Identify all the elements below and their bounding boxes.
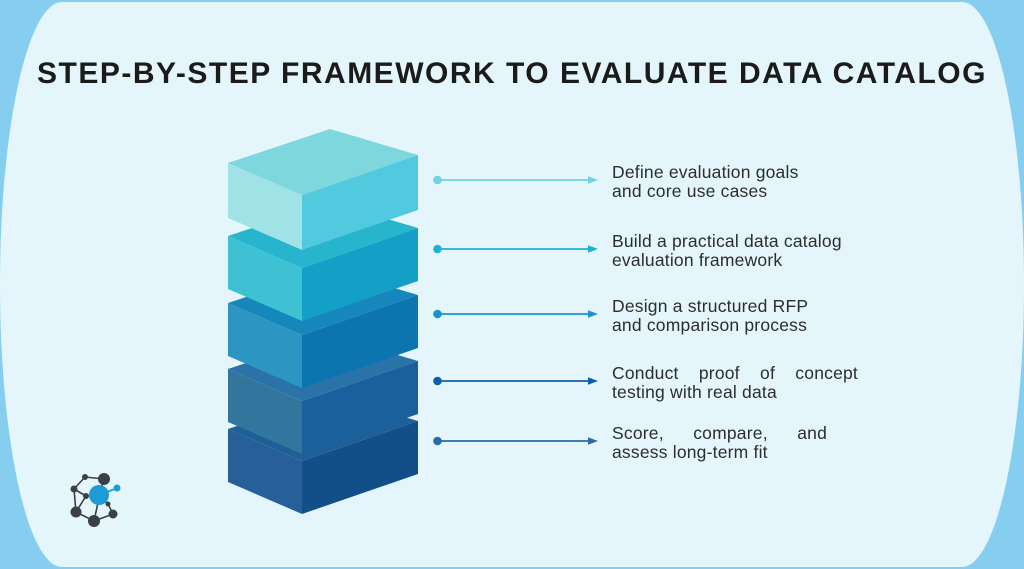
step-3-arrow xyxy=(433,309,598,319)
step-2-line2: evaluation framework xyxy=(612,250,783,270)
logo-accent-node xyxy=(89,484,121,505)
step-2-arrow xyxy=(433,244,598,254)
step-4-arrow xyxy=(433,376,598,386)
arrow-dot-icon xyxy=(433,436,442,446)
step-5-arrow xyxy=(433,436,598,446)
logo-nodes xyxy=(70,473,118,527)
page-title: STEP-BY-STEP FRAMEWORK TO EVALUATE DATA … xyxy=(37,57,987,90)
step-3-line1: Design a structured RFP xyxy=(612,296,809,316)
step-3-line2: and comparison process xyxy=(612,315,808,335)
stacked-layers-graphic xyxy=(228,129,418,514)
layer-5-right-face xyxy=(302,421,418,514)
layer-1-left-face xyxy=(228,163,302,250)
arrow-dot-icon xyxy=(433,309,442,319)
arrow-dot-icon xyxy=(433,175,442,185)
arrow-dot-icon xyxy=(433,376,442,386)
step-5-text: Score, compare, and assess long-term fit xyxy=(612,424,827,462)
arrow-dot-icon xyxy=(433,244,442,254)
step-row-2: Build a practical data catalog evaluatio… xyxy=(432,232,902,270)
arrow-head-icon xyxy=(588,377,598,385)
step-1-line1: Define evaluation goals xyxy=(612,162,799,182)
step-1-arrow xyxy=(433,175,598,185)
step-4-line1: Conduct proof of concept xyxy=(612,363,858,383)
arrow-head-icon xyxy=(588,437,598,445)
layer-4-right-face xyxy=(302,361,418,454)
step-3-text: Design a structured RFP and comparison p… xyxy=(612,297,808,335)
arrow-head-icon xyxy=(588,245,598,253)
layer-3-left-face xyxy=(228,303,302,388)
step-1-line2: and core use cases xyxy=(612,181,768,201)
layer-1-right-face xyxy=(302,155,418,250)
step-row-3: Design a structured RFP and comparison p… xyxy=(432,297,902,335)
step-5-line2: assess long-term fit xyxy=(612,442,768,462)
layer-1-top-face xyxy=(228,129,418,195)
stack-layer-1 xyxy=(228,129,418,250)
step-1-text: Define evaluation goals and core use cas… xyxy=(612,163,799,201)
layer-2-left-face xyxy=(228,236,302,321)
layer-4-left-face xyxy=(228,369,302,454)
layer-5-left-face xyxy=(228,429,302,514)
step-2-text: Build a practical data catalog evaluatio… xyxy=(612,232,842,270)
layer-3-right-face xyxy=(302,295,418,388)
step-row-4: Conduct proof of concept testing with re… xyxy=(432,364,902,402)
arrow-head-icon xyxy=(588,310,598,318)
step-row-5: Score, compare, and assess long-term fit xyxy=(432,424,902,462)
layer-2-right-face xyxy=(302,228,418,321)
step-2-line1: Build a practical data catalog xyxy=(612,231,842,251)
step-5-line1: Score, compare, and xyxy=(612,423,827,443)
network-logo-icon xyxy=(70,473,121,527)
arrow-head-icon xyxy=(588,176,598,184)
step-row-1: Define evaluation goals and core use cas… xyxy=(432,163,902,201)
step-4-text: Conduct proof of concept testing with re… xyxy=(612,364,858,402)
step-4-line2: testing with real data xyxy=(612,382,777,402)
